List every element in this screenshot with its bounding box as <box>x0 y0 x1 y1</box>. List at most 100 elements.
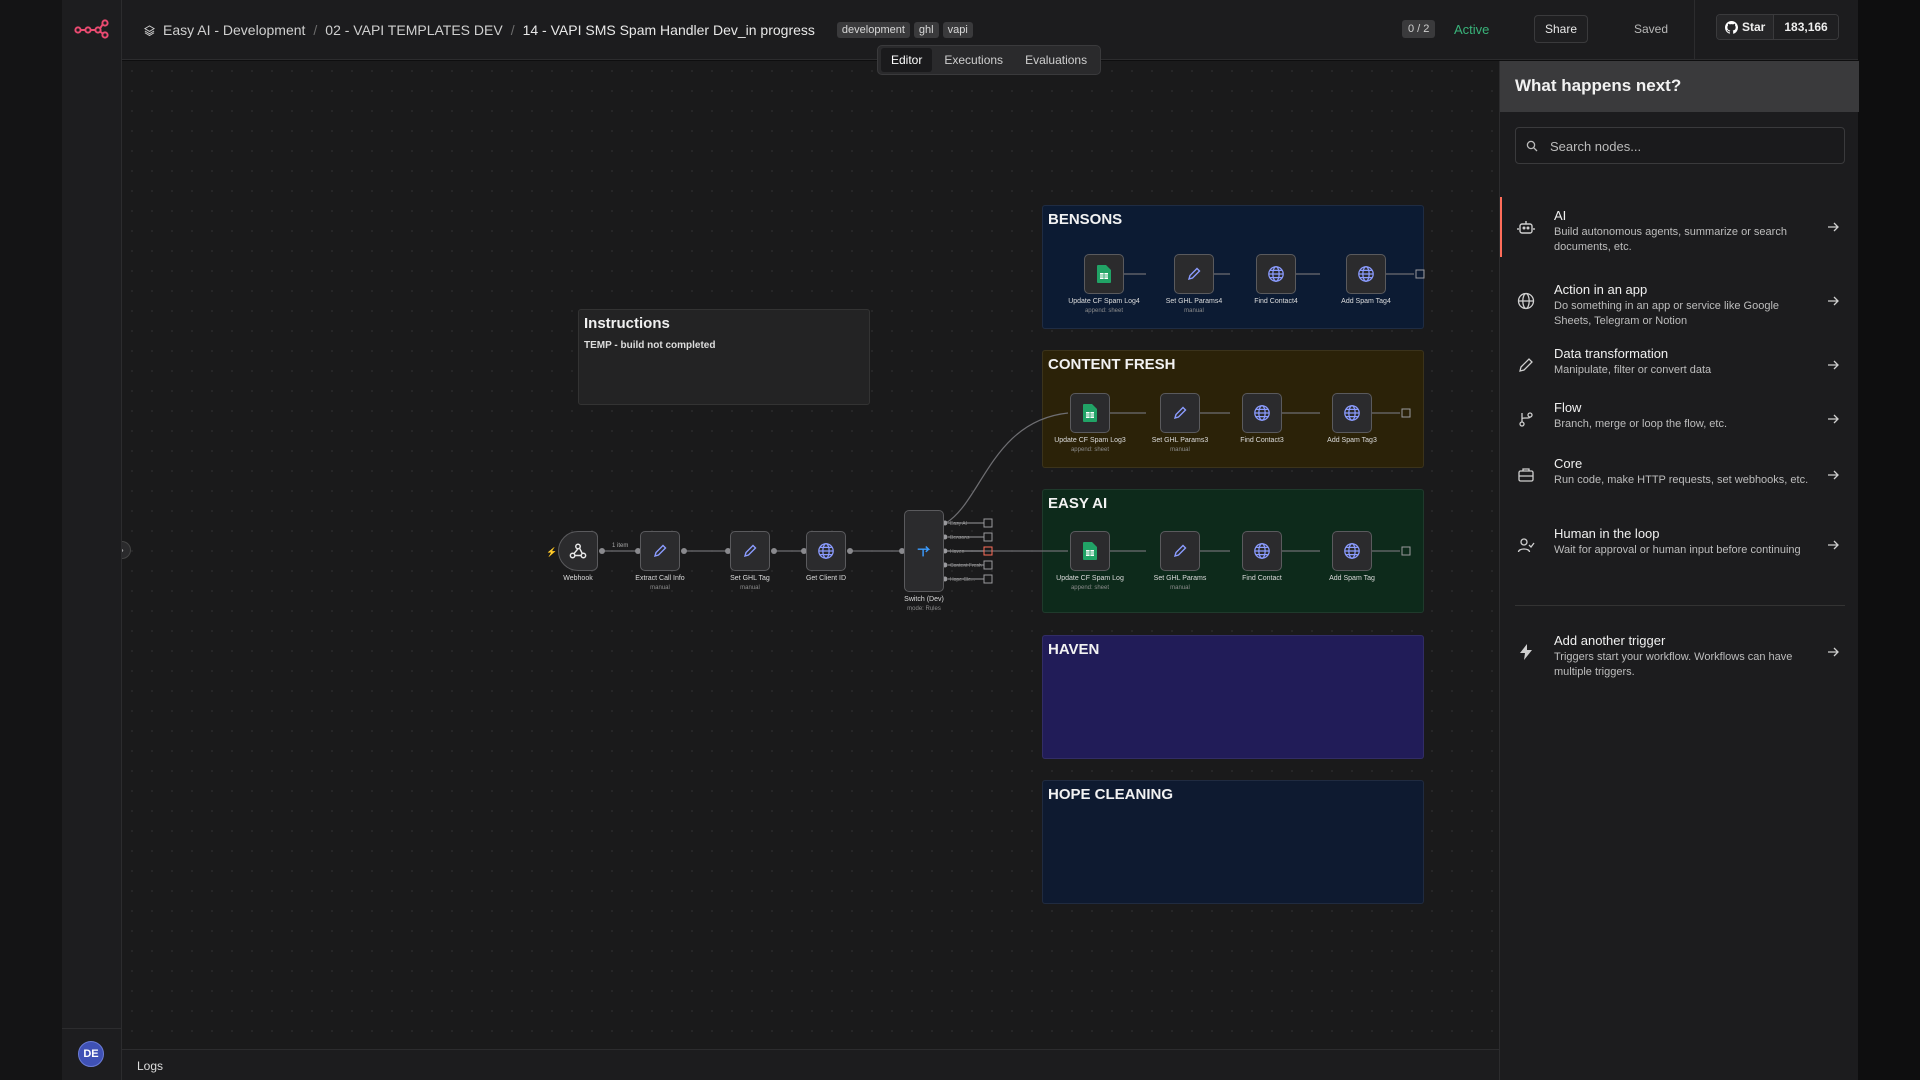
workflow-tags[interactable]: development ghl vapi <box>836 22 973 38</box>
robot-icon <box>1517 221 1535 234</box>
add-spam-tag4-node[interactable] <box>1346 254 1386 294</box>
github-star-count[interactable]: 183,166 <box>1774 15 1838 39</box>
google-sheets-icon <box>1083 404 1097 422</box>
active-status: Active <box>1454 22 1490 37</box>
arrow-right-icon <box>1828 647 1839 657</box>
node-label: Set GHL Params4 <box>1165 298 1223 305</box>
get-client-id-node[interactable] <box>806 531 846 571</box>
set-ghl-params-node[interactable] <box>1160 531 1200 571</box>
switch-output-label: Content Fresh <box>950 563 982 569</box>
node-sublabel: mode: Rules <box>907 606 941 612</box>
add-spam-tag3-node[interactable] <box>1332 393 1372 433</box>
option-data-transformation[interactable]: Data transformation Manipulate, filter o… <box>1500 335 1859 395</box>
note-title: Instructions <box>584 315 670 332</box>
logs-label[interactable]: Logs <box>137 1059 164 1073</box>
node-sublabel: append: sheet <box>1070 447 1110 453</box>
tag-ghl[interactable]: ghl <box>913 22 939 38</box>
user-avatar[interactable]: DE <box>78 1041 104 1067</box>
group-title: EASY AI <box>1048 495 1108 512</box>
panel-divider <box>1515 605 1845 606</box>
update-cf-spam-log-node[interactable] <box>1070 531 1110 571</box>
tag-vapi[interactable]: vapi <box>942 22 973 38</box>
switch-output-label: Haven <box>950 549 965 555</box>
globe-icon <box>1358 266 1374 282</box>
find-contact-node[interactable] <box>1242 531 1282 571</box>
workflow-canvas[interactable]: Instructions TEMP - build not completed … <box>122 61 1499 1049</box>
search-icon <box>1526 140 1538 152</box>
tab-editor[interactable]: Editor <box>881 48 933 72</box>
search-input[interactable] <box>1550 137 1830 155</box>
github-icon <box>1725 20 1738 34</box>
group-hope-cleaning[interactable]: HOPE CLEANING <box>1042 780 1424 904</box>
set-ghl-params3-node[interactable] <box>1160 393 1200 433</box>
find-contact4-node[interactable] <box>1256 254 1296 294</box>
breadcrumb-folder[interactable]: 02 - VAPI TEMPLATES DEV <box>325 22 503 38</box>
option-description: Build autonomous agents, summarize or se… <box>1554 226 1787 253</box>
active-counter-badge: 0 / 2 <box>1402 20 1436 38</box>
search-field[interactable] <box>1515 127 1845 164</box>
mode-tabs: Editor Executions Evaluations <box>877 45 1102 75</box>
error-output-handle[interactable] <box>983 546 993 556</box>
group-haven[interactable]: HAVEN <box>1042 635 1424 759</box>
option-title: Human in the loop <box>1554 526 1660 541</box>
sidebar-divider <box>62 1028 122 1029</box>
option-title: Add another trigger <box>1554 633 1666 648</box>
option-title: Action in an app <box>1554 282 1648 297</box>
node-sublabel: manual <box>650 585 670 591</box>
add-spam-tag-node[interactable] <box>1332 531 1372 571</box>
group-title: BENSONS <box>1048 211 1123 228</box>
globe-icon <box>1344 543 1360 559</box>
connections-layer: ⚡ 1 item Easy AI Bensons Haven Content F… <box>546 269 1425 584</box>
set-ghl-tag-node[interactable] <box>730 531 770 571</box>
update-cf-spam-log3-node[interactable] <box>1070 393 1110 433</box>
breadcrumb-separator: / <box>510 22 515 38</box>
globe-icon <box>1254 405 1270 421</box>
find-contact3-node[interactable] <box>1242 393 1282 433</box>
arrow-right-icon <box>1828 296 1839 306</box>
workflow-name[interactable]: 14 - VAPI SMS Spam Handler Dev_in progre… <box>522 22 815 38</box>
google-sheets-icon <box>1097 265 1111 283</box>
item-count-label: 1 item <box>612 543 628 549</box>
n8n-logo-icon[interactable] <box>74 16 110 40</box>
github-star-widget[interactable]: Star 183,166 <box>1716 14 1839 40</box>
webhook-node[interactable] <box>558 531 598 571</box>
star-label: Star <box>1742 20 1766 34</box>
option-title: Core <box>1554 456 1583 471</box>
node-label: Add Spam Tag4 <box>1341 298 1391 305</box>
logs-bar[interactable]: Logs <box>122 1049 1499 1080</box>
node-label: Set GHL Params3 <box>1151 437 1209 444</box>
node-sublabel: manual <box>1170 585 1190 591</box>
option-human-in-the-loop[interactable]: Human in the loop Wait for approval or h… <box>1500 515 1859 575</box>
pen-icon <box>743 544 757 558</box>
pen-icon <box>653 544 667 558</box>
option-title: Data transformation <box>1554 346 1669 361</box>
tab-executions[interactable]: Executions <box>944 53 1004 67</box>
extract-call-info-node[interactable] <box>640 531 680 571</box>
node-label: Get Client ID <box>805 575 847 582</box>
option-core[interactable]: Core Run code, make HTTP requests, set w… <box>1500 445 1859 505</box>
switch-dev-node[interactable] <box>904 510 944 592</box>
bolt-icon <box>1520 644 1532 660</box>
option-action-in-app[interactable]: Action in an app Do something in an app … <box>1500 271 1859 331</box>
arrow-right-icon <box>1828 360 1839 370</box>
webhook-icon <box>569 543 587 559</box>
github-star-button[interactable]: Star <box>1717 15 1775 39</box>
node-creator-panel: What happens next? AI Build autonomous a… <box>1499 61 1859 1080</box>
tab-evaluations[interactable]: Evaluations <box>1025 53 1088 67</box>
option-description: Triggers start your workflow. Workflows … <box>1554 651 1793 678</box>
sticky-note-instructions[interactable]: Instructions TEMP - build not completed <box>578 309 870 405</box>
breadcrumb-project[interactable]: Easy AI - Development <box>163 22 306 38</box>
set-ghl-params4-node[interactable] <box>1174 254 1214 294</box>
node-sublabel: manual <box>1170 447 1190 453</box>
globe-icon <box>1517 292 1535 310</box>
option-add-trigger[interactable]: Add another trigger Triggers start your … <box>1500 622 1859 682</box>
node-sublabel: manual <box>740 585 760 591</box>
node-sublabel: manual <box>1184 308 1204 314</box>
share-button[interactable]: Share <box>1534 15 1588 43</box>
option-flow[interactable]: Flow Branch, merge or loop the flow, etc… <box>1500 389 1859 449</box>
tag-development[interactable]: development <box>836 22 910 38</box>
switch-output-label: Bensons <box>950 535 970 541</box>
switch-output-label: Easy AI <box>950 521 967 527</box>
update-cf-spam-log4-node[interactable] <box>1084 254 1124 294</box>
option-ai[interactable]: AI Build autonomous agents, summarize or… <box>1500 197 1859 257</box>
